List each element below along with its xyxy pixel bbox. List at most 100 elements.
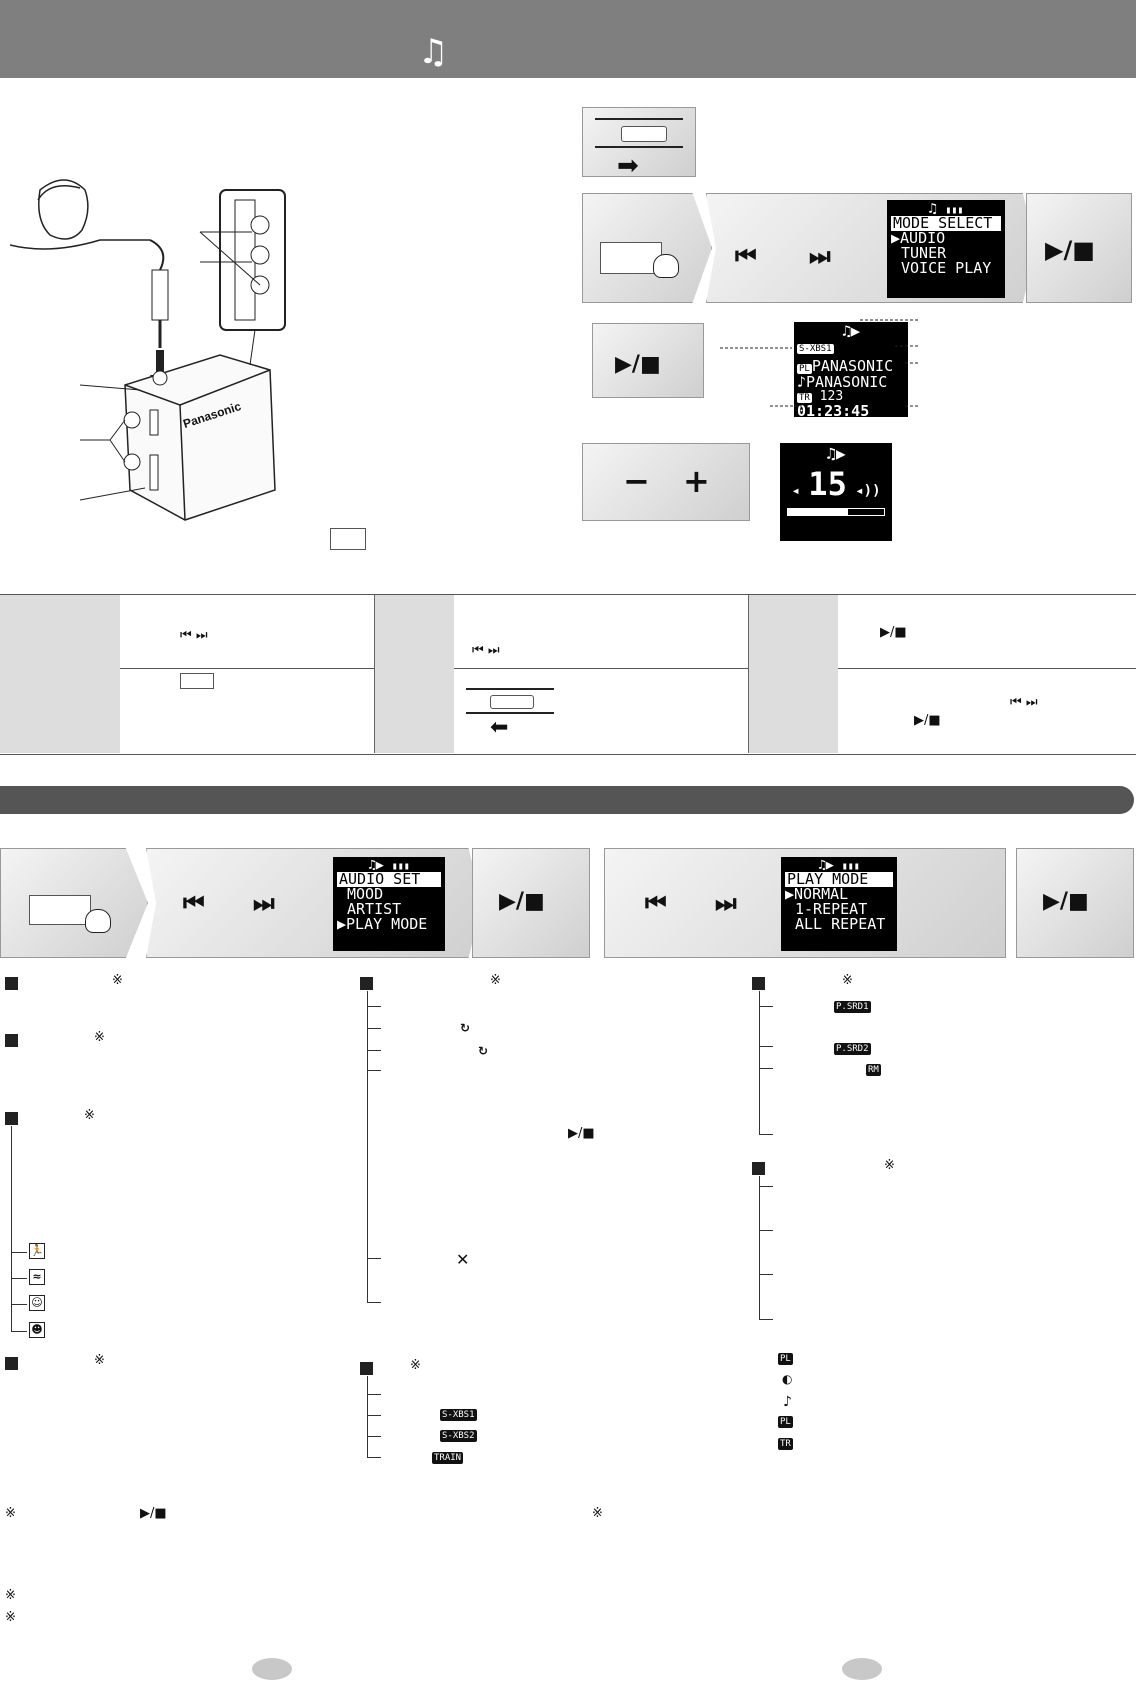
next-button[interactable]: ⏭ <box>715 889 737 917</box>
table-divider <box>374 595 375 753</box>
device-illustration <box>10 179 286 521</box>
music-note-icon: ♫▶ ▮▮▮ <box>818 858 860 873</box>
play-stop-button[interactable]: ▶/■ <box>1045 236 1095 264</box>
slider-rail <box>466 688 554 690</box>
menu-button[interactable] <box>600 242 662 274</box>
tree-line <box>759 991 760 1135</box>
page-number-left <box>252 1658 292 1680</box>
play-stop-button[interactable]: ▶/■ <box>1043 889 1089 914</box>
music-note-small-icon: ♪ <box>783 1394 792 1410</box>
prev-button[interactable]: ⏮ <box>645 889 667 917</box>
hold-switch-icon <box>490 695 534 709</box>
next-icon: ⏭ <box>1025 695 1038 710</box>
note-mark: ※ <box>94 1353 105 1368</box>
play-stop-button[interactable]: ▶/■ <box>499 889 545 914</box>
mood-active-icon: 🏃 <box>29 1243 45 1259</box>
callout-lines <box>720 319 920 407</box>
music-note-icon: ♫ ▮▮▮ <box>928 201 964 217</box>
prev-icon: ⏮ <box>1010 695 1022 710</box>
step-menu-button-2 <box>0 848 148 958</box>
play-stop-icon: ▶/■ <box>914 713 941 728</box>
repeat-one-icon: ↻ <box>460 1021 471 1035</box>
sound-badge: S-XBS1 <box>797 344 834 354</box>
bullet-square <box>752 1162 765 1175</box>
table-divider <box>748 595 749 753</box>
lcd-line2: PANASONIC <box>806 373 888 391</box>
table-col2-shade <box>374 595 454 753</box>
playlist-badge-2: PL <box>778 1416 793 1428</box>
note-mark: ※ <box>5 1610 16 1625</box>
elapsed-time: 01:23:45 <box>797 402 870 420</box>
hold-switch-panel: ➡ <box>582 107 696 180</box>
sxbs1-badge: S-XBS1 <box>440 1409 477 1421</box>
prev-icon: ⏮ <box>180 628 192 643</box>
play-stop-icon: ▶/■ <box>140 1506 167 1521</box>
lcd-title: MODE SELECT <box>891 216 1001 231</box>
play-stop-button[interactable]: ▶/■ <box>615 352 661 377</box>
prev-button[interactable]: ⏮ <box>183 889 205 917</box>
step-play-mode: ⏮ ⏭ ♫▶ ▮▮▮ PLAY MODE ▶NORMAL 1-REPEAT AL… <box>604 848 1006 958</box>
psrd1-badge: P.SRD1 <box>834 1001 871 1013</box>
mood-calm-icon: ☺ <box>29 1295 45 1311</box>
lcd-audio-set: ♫▶ ▮▮▮ AUDIO SET MOOD ARTIST ▶PLAY MODE <box>333 857 445 951</box>
note-mark: ※ <box>84 1108 95 1123</box>
table-col1-shade <box>0 595 120 753</box>
track-number: 123 <box>819 389 844 404</box>
volume-up-button[interactable]: + <box>683 462 710 500</box>
volume-down-button[interactable]: − <box>623 462 650 500</box>
track-badge: TR <box>797 393 812 403</box>
album-icon: ◐ <box>782 1372 793 1386</box>
bullet-square <box>752 977 765 990</box>
section-bar <box>0 786 1134 814</box>
prev-icon: ⏮ <box>472 643 484 658</box>
step-skip-buttons: ⏮ ⏭ ♫ ▮▮▮ MODE SELECT ▶AUDIO TUNER VOICE… <box>706 193 1036 303</box>
menu-button[interactable] <box>29 895 91 925</box>
hold-switch[interactable] <box>621 126 667 142</box>
tree-line <box>759 1176 760 1320</box>
lcd-item: 1-REPEAT <box>795 900 868 918</box>
header-bar: ♫ <box>0 0 1136 78</box>
page-number-right <box>842 1658 882 1680</box>
volume-bar-fill <box>788 509 848 515</box>
menu-button-icon <box>180 673 214 689</box>
bullet-square <box>5 1357 18 1370</box>
tree-line <box>367 1376 368 1458</box>
note-mark: ※ <box>490 973 501 988</box>
shuffle-icon: ✕ <box>456 1250 470 1269</box>
lcd-mode-select: ♫ ▮▮▮ MODE SELECT ▶AUDIO TUNER VOICE PLA… <box>887 200 1005 298</box>
rm-badge: RM <box>866 1064 881 1076</box>
play-stop-icon: ▶/■ <box>880 625 907 640</box>
lcd-item: TUNER <box>901 244 947 262</box>
next-button[interactable]: ⏭ <box>253 889 275 917</box>
slider-rail <box>466 712 554 714</box>
arrow-right-icon: ➡ <box>617 150 639 180</box>
lcd-volume: ♫▶ ◂ 15 ◂)) <box>780 443 892 541</box>
step-play-confirm-2: ▶/■ <box>472 848 590 958</box>
playlist-badge: PL <box>797 364 812 374</box>
music-note-icon: ♫ <box>418 32 449 72</box>
note-mark: ※ <box>592 1506 603 1521</box>
lcd-item: ▶AUDIO <box>891 229 946 247</box>
lcd-item: ALL REPEAT <box>795 915 886 933</box>
lcd-item: VOICE PLAY <box>901 259 992 277</box>
note-mark: ※ <box>112 973 123 988</box>
prev-button[interactable]: ⏮ <box>735 242 757 270</box>
step-volume: − + <box>582 443 750 521</box>
volume-level: 15 <box>808 465 847 503</box>
hold-indicator-box <box>330 528 366 550</box>
table-bottom-line <box>0 754 1136 755</box>
lcd-play-mode: ♫▶ ▮▮▮ PLAY MODE ▶NORMAL 1-REPEAT ALL RE… <box>781 857 897 951</box>
sxbs2-badge: S-XBS2 <box>440 1430 477 1442</box>
bullet-square <box>360 1362 373 1375</box>
lcd-title: PLAY MODE <box>785 872 893 887</box>
tree-line <box>367 991 368 1303</box>
next-button[interactable]: ⏭ <box>809 242 831 270</box>
hand-icon <box>85 909 111 933</box>
psrd2-badge: P.SRD2 <box>834 1043 871 1055</box>
note-mark: ※ <box>5 1506 16 1521</box>
lcd-title: AUDIO SET <box>337 872 441 887</box>
bullet-square <box>360 977 373 990</box>
note-mark: ※ <box>410 1358 421 1373</box>
track-badge: TR <box>778 1438 793 1450</box>
